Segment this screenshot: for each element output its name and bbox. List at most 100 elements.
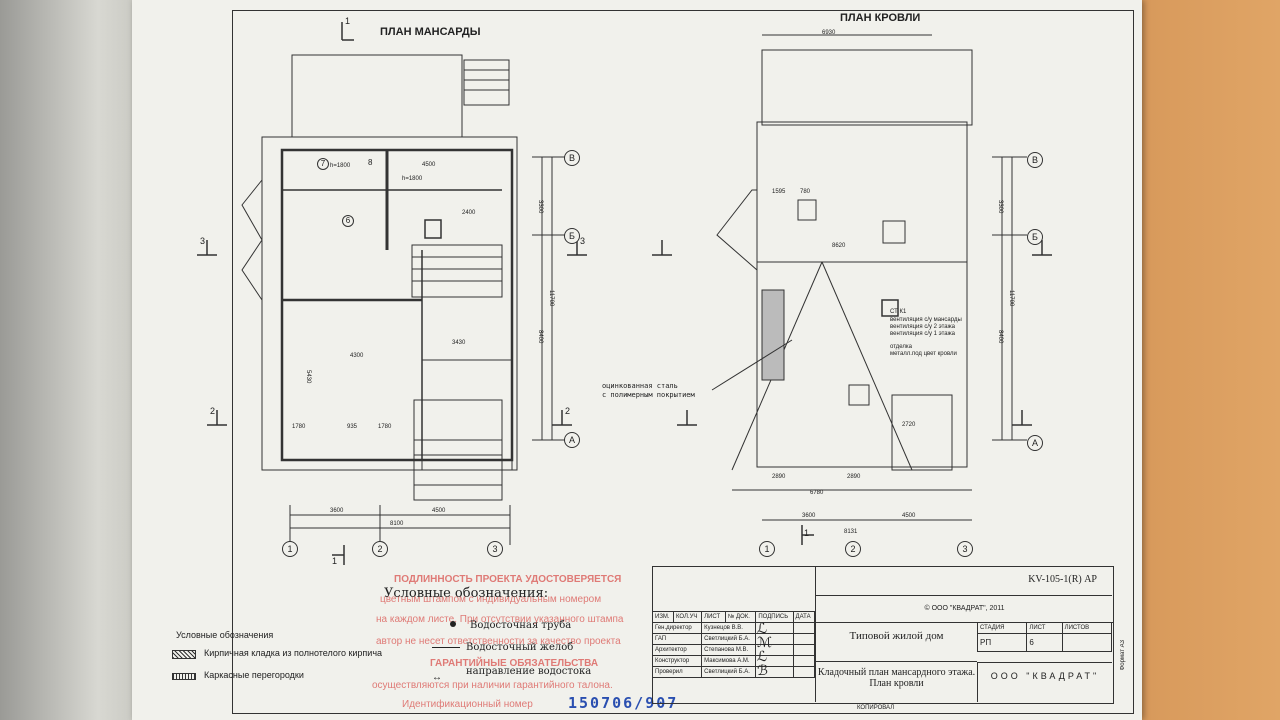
axis-3-roof: 3	[957, 541, 973, 557]
dim-8400-attic: 8400	[537, 330, 543, 344]
sheets-header: ЛИСТОВ	[1061, 622, 1113, 634]
hand-legend-direction: направление водостока	[466, 666, 592, 677]
company-name: ООО "КВАДРАТ"	[977, 662, 1112, 702]
dim-8400-roof: 8400	[997, 330, 1003, 344]
axis-2-attic: 2	[372, 541, 388, 557]
hand-legend-title: Условные обозначения:	[384, 586, 549, 601]
section-mark-2-left: 2	[210, 406, 216, 416]
roof-note-vent3: вентиляция с/у 1 этажа	[890, 331, 955, 337]
dim-4500-roof: 4500	[902, 513, 916, 519]
dim-4500-attic: 4500	[432, 508, 446, 514]
stamp-line-2: цветным штампом с индивидуальным номером	[380, 594, 602, 605]
roof-terrace-outline	[761, 49, 973, 126]
dim-6930: 6930	[822, 30, 836, 36]
galvanized-note-1: оцинкованная сталь	[602, 382, 678, 390]
stage-header: СТАДИЯ	[976, 622, 1028, 634]
sheet-name: Кладочный план мансардного этажа. План к…	[815, 662, 977, 702]
hdr-izm: ИЗМ.	[652, 611, 674, 623]
project-name: Типовой жилой дом	[815, 622, 977, 662]
dim-4300: 4300	[350, 353, 364, 359]
dim-6780: 6780	[810, 490, 824, 496]
axis-v-attic: В	[564, 150, 580, 166]
dim-11700-roof: 11700	[1008, 290, 1014, 307]
dim-8100: 8100	[390, 521, 404, 527]
axis-v-roof: В	[1027, 152, 1043, 168]
hdr-ndok: № ДОК.	[724, 611, 757, 623]
attic-dormer-left	[241, 178, 263, 242]
roof-main-upper	[756, 121, 968, 263]
gutter-symbol	[432, 647, 460, 648]
sheet-header: ЛИСТ	[1026, 622, 1063, 634]
dim-780: 780	[800, 189, 811, 195]
role-0: Ген.директор	[651, 622, 703, 634]
roof-dormer-left	[716, 189, 758, 272]
hdr-list: ЛИСТ	[701, 611, 726, 623]
name-1: Светлицкий Б.А.	[701, 633, 757, 645]
room-6: 6	[342, 215, 354, 227]
stamp-line-7: Идентификационный номер	[402, 699, 533, 710]
section-mark-1-bottom: 1	[332, 556, 338, 566]
roof-plan-title: ПЛАН КРОВЛИ	[840, 12, 921, 24]
attic-outer-outline	[261, 136, 518, 471]
plans-drawing	[197, 22, 1052, 565]
name-3: Максимова А.М.	[701, 655, 757, 667]
axis-b-attic: Б	[564, 228, 580, 244]
role-4: Проверил	[651, 666, 703, 678]
downpipe-symbol	[450, 621, 456, 627]
stamp-id-number: 150706/907	[568, 694, 679, 712]
stamp-line-4: автор не несет ответственности за качест…	[376, 636, 621, 647]
dim-3300-roof: 3300	[997, 200, 1003, 214]
dim-935: 935	[347, 424, 358, 430]
attic-balcony	[421, 359, 513, 471]
role-2: Архитектор	[651, 644, 703, 656]
room-7: 7	[317, 158, 329, 170]
section-mark-3-right: 3	[580, 236, 586, 246]
roof-note-vent1: вентиляция с/у мансарды	[890, 317, 962, 323]
dim-2720: 2720	[902, 422, 916, 428]
left-page-edge	[0, 0, 140, 720]
axis-b-roof: Б	[1027, 229, 1043, 245]
attic-plan-title: ПЛАН МАНСАРДЫ	[380, 26, 481, 38]
dim-5430: 5430	[305, 370, 311, 384]
galvanized-note-2: с полимерным покрытием	[602, 391, 695, 399]
stamp-line-1: ПОДЛИННОСТЬ ПРОЕКТА УДОСТОВЕРЯЕТСЯ	[394, 574, 622, 585]
project-code: KV-105-1(R) АР	[815, 566, 1112, 596]
brick-hatch-swatch	[172, 650, 196, 659]
hand-legend-gutter: Водосточный желоб	[466, 642, 574, 653]
dim-8131: 8131	[844, 529, 858, 535]
roof-note-otdelka2: металл.под цвет кровли	[890, 351, 957, 357]
roof-note-otdelka: отделка	[890, 344, 912, 350]
axis-a-roof: A	[1027, 435, 1043, 451]
room-height-b: h=1800	[402, 176, 423, 182]
copyright: © ООО "КВАДРАТ", 2011	[815, 596, 1113, 623]
attic-stair	[411, 244, 503, 298]
dim-3600-roof: 3600	[802, 513, 816, 519]
roof-chimney-hatch	[761, 289, 785, 381]
copied-label: КОПИРОВАЛ	[857, 705, 895, 711]
dim-2890-b: 2890	[847, 474, 861, 480]
roof-section-mark-1: 1	[804, 528, 810, 538]
hand-legend-pipe: Водосточная труба	[470, 620, 572, 631]
room-height-a: h=1800	[330, 163, 351, 169]
format-label: Формат А3	[1120, 640, 1126, 671]
axis-2-roof: 2	[845, 541, 861, 557]
dim-2890-a: 2890	[772, 474, 786, 480]
section-mark-1-top: 1	[345, 16, 351, 26]
name-0: Кузнецов В.В.	[701, 622, 757, 634]
stamp-line-6: осуществляются при наличии гарантийного …	[372, 680, 613, 691]
section-mark-3-left: 3	[200, 236, 206, 246]
dim-1780-a: 1780	[292, 424, 306, 430]
dim-8620: 8620	[832, 243, 846, 249]
dim-1780-b: 1780	[378, 424, 392, 430]
dim-11700-attic: 11700	[548, 290, 554, 307]
dim-3300-attic: 3300	[537, 200, 543, 214]
legend-title: Условные обозначения	[176, 630, 274, 640]
legend-frame-label: Каркасные перегородки	[204, 670, 304, 680]
dim-3600-attic: 3600	[330, 508, 344, 514]
axis-1-attic: 1	[282, 541, 298, 557]
sheet-value: 6	[1026, 633, 1063, 652]
role-1: ГАП	[651, 633, 703, 645]
stamp-line-5: ГАРАНТИЙНЫЕ ОБЯЗАТЕЛЬСТВА	[430, 658, 599, 669]
